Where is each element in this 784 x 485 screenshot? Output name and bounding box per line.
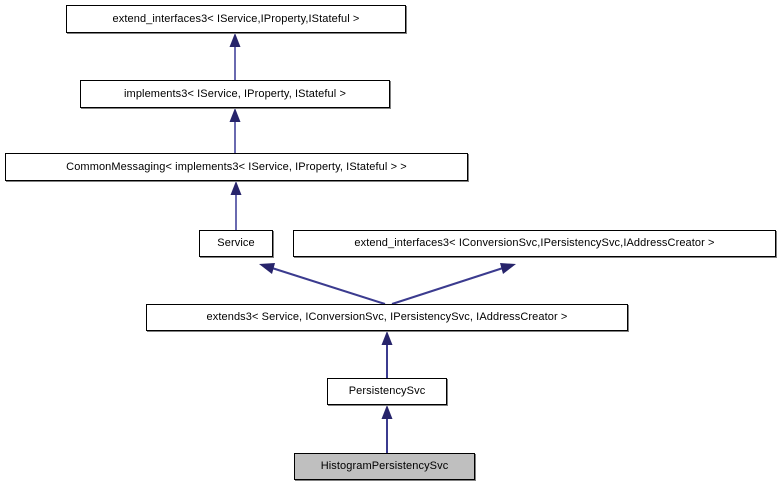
edge-persistencysvc-to-extends3 — [381, 331, 393, 378]
edge-extends3-to-service — [259, 263, 386, 305]
edge-commonmessaging-to-implements3 — [229, 108, 241, 153]
node-label: extends3< Service, IConversionSvc, IPers… — [206, 311, 568, 323]
node-label: PersistencySvc — [348, 385, 426, 397]
node-label: extend_interfaces3< IConversionSvc,IPers… — [354, 237, 715, 249]
node-label: implements3< IService, IProperty, IState… — [124, 87, 346, 100]
node-label: CommonMessaging< implements3< IService, … — [66, 160, 407, 173]
node-commonmessaging[interactable]: CommonMessaging< implements3< IService, … — [5, 153, 468, 181]
edge-extends3-to-extend-interfaces3-conversion — [391, 263, 516, 305]
node-label: HistogramPersistencySvc — [320, 460, 449, 472]
node-extend-interfaces3-iconversionsvc[interactable]: extend_interfaces3< IConversionSvc,IPers… — [293, 230, 776, 257]
node-persistencysvc[interactable]: PersistencySvc — [327, 378, 447, 405]
node-service[interactable]: Service — [199, 230, 273, 257]
node-extends3-service[interactable]: extends3< Service, IConversionSvc, IPers… — [146, 304, 628, 331]
node-label: extend_interfaces3< IService,IProperty,I… — [112, 12, 360, 25]
edge-implements3-to-extend-interfaces3 — [229, 33, 241, 80]
node-extend-interfaces3-iservice[interactable]: extend_interfaces3< IService,IProperty,I… — [66, 5, 406, 33]
node-label: Service — [217, 237, 255, 249]
node-histogrampersistencysvc[interactable]: HistogramPersistencySvc — [294, 453, 475, 480]
edge-histogrampersistencysvc-to-persistencysvc — [381, 405, 393, 453]
edge-service-to-commonmessaging — [230, 181, 242, 230]
node-implements3-iservice[interactable]: implements3< IService, IProperty, IState… — [80, 80, 390, 108]
